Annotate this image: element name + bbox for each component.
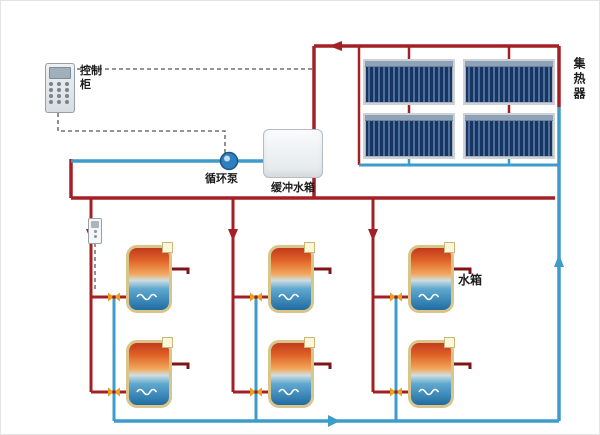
flow-arrow-left — [329, 41, 342, 51]
water-tank-label: 水箱 — [458, 273, 483, 287]
flow-arrow-right — [328, 415, 340, 427]
tank-sensor-tag — [304, 337, 315, 348]
control-cabinet-label: 控制柜 — [80, 64, 102, 91]
tank-outlet-stubs — [172, 267, 472, 369]
solar-collector-panel — [363, 59, 455, 105]
cold-flow-arrows — [328, 254, 564, 427]
coil-wave-icon — [278, 388, 300, 396]
tank-sensor-tag — [162, 242, 173, 253]
storage-tank — [126, 242, 173, 313]
solar-collector-panel — [463, 113, 555, 159]
flow-arrow-up — [554, 254, 564, 267]
cabinet-screen — [49, 67, 71, 79]
tank-sensor-tag — [304, 242, 315, 253]
storage-tank — [268, 242, 315, 313]
control-wires — [57, 68, 312, 291]
coil-wave-icon — [136, 293, 158, 301]
circulation-pump-label: 循环泵 — [205, 172, 238, 185]
circulation-pump-icon — [219, 151, 239, 171]
storage-tank — [268, 337, 315, 408]
flow-arrow-down — [228, 229, 238, 241]
tank-controller — [88, 218, 102, 244]
tank-sensor-tag — [444, 337, 455, 348]
storage-tank — [408, 242, 455, 313]
tank-controller-screen — [91, 221, 99, 228]
coil-wave-icon — [418, 293, 440, 301]
storage-tank — [126, 337, 173, 408]
tank-sensor-tag — [444, 242, 455, 253]
cabinet-keypad — [49, 82, 71, 104]
buffer-tank-label: 缓冲水箱 — [271, 181, 315, 194]
solar-collector-panel — [463, 59, 555, 105]
storage-tank — [408, 337, 455, 408]
flow-arrow-down — [368, 229, 378, 241]
coil-wave-icon — [278, 293, 300, 301]
control-cabinet — [45, 63, 75, 113]
collector-label: 集热器 — [572, 57, 586, 102]
tank-sensor-tag — [162, 337, 173, 348]
solar-collector-panel — [363, 113, 455, 159]
coil-wave-icon — [136, 388, 158, 396]
buffer-tank — [263, 129, 323, 178]
coil-wave-icon — [418, 388, 440, 396]
